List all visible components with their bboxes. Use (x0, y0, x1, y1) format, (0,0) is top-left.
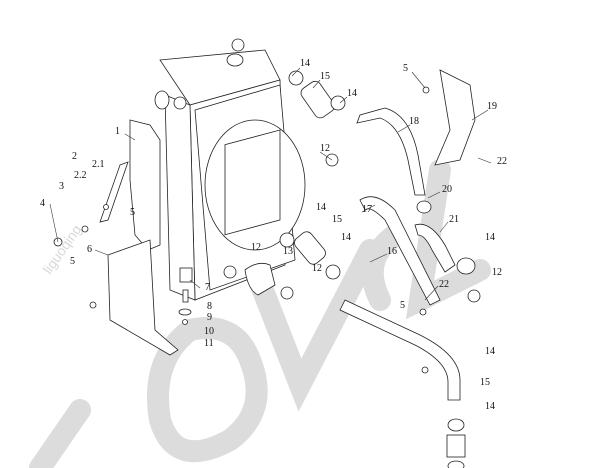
watermark-o (147, 317, 268, 463)
side-bracket (129, 119, 161, 251)
callout-3: 3 (59, 181, 64, 192)
callout-14: 14 (341, 232, 351, 243)
callout-4: 4 (40, 198, 45, 209)
callout-5: 5 (70, 256, 75, 267)
callout-9: 9 (207, 312, 212, 323)
callout-8: 8 (207, 301, 212, 312)
callout-17: 17 (362, 204, 372, 215)
watermark-l2 (29, 399, 91, 468)
callout-14: 14 (485, 401, 495, 412)
callout-22: 22 (497, 156, 507, 167)
leader-lines (49, 67, 492, 301)
callout-10: 10 (204, 326, 214, 337)
hose-21 (414, 223, 456, 273)
callout-14: 14 (485, 346, 495, 357)
callout-5: 5 (403, 63, 408, 74)
pipe-18 (356, 107, 426, 196)
callout-21: 21 (449, 214, 459, 225)
callout-2-2: 2.2 (74, 170, 87, 181)
callout-2-1: 2.1 (92, 159, 105, 170)
callout-11: 11 (204, 338, 214, 349)
stay-rod (99, 161, 129, 223)
callout-6: 6 (87, 244, 92, 255)
callout-12: 12 (492, 267, 502, 278)
hose-15-top (300, 80, 335, 119)
fan-shroud (194, 84, 306, 291)
callout-14: 14 (300, 58, 310, 69)
callout-12: 12 (251, 242, 261, 253)
watermark-l (405, 159, 491, 320)
callout-18: 18 (409, 116, 419, 127)
callout-14: 14 (347, 88, 357, 99)
watermark-o2 (361, 224, 406, 311)
hose-15-bottom (446, 434, 466, 458)
callout-14: 14 (316, 202, 326, 213)
callout-5: 5 (130, 207, 135, 218)
callout-2: 2 (72, 151, 77, 162)
callout-12: 12 (320, 143, 330, 154)
rubber-mount (179, 267, 193, 283)
callout-15: 15 (480, 377, 490, 388)
watermark-v (244, 239, 381, 412)
callout-5: 5 (400, 300, 405, 311)
callout-13: 13 (283, 246, 293, 257)
radiator-cap (226, 53, 244, 67)
callout-7: 7 (205, 282, 210, 293)
watermark-text: liguoqing (39, 222, 84, 277)
callout-22: 22 (439, 279, 449, 290)
callout-labels: 14 15 5 14 19 18 1 12 2 2.1 2.2 22 3 20 … (40, 58, 507, 412)
lower-guard (107, 239, 179, 356)
side-guard-19 (434, 69, 476, 166)
callout-19: 19 (487, 101, 497, 112)
pipe-16 (339, 299, 461, 401)
callout-20: 20 (442, 184, 452, 195)
callout-1: 1 (115, 126, 120, 137)
callout-16: 16 (387, 246, 397, 257)
hose-13 (244, 262, 276, 296)
callout-14: 14 (485, 232, 495, 243)
callout-15: 15 (332, 214, 342, 225)
hose-15-mid (294, 231, 326, 265)
callout-12: 12 (312, 263, 322, 274)
callout-15: 15 (320, 71, 330, 82)
